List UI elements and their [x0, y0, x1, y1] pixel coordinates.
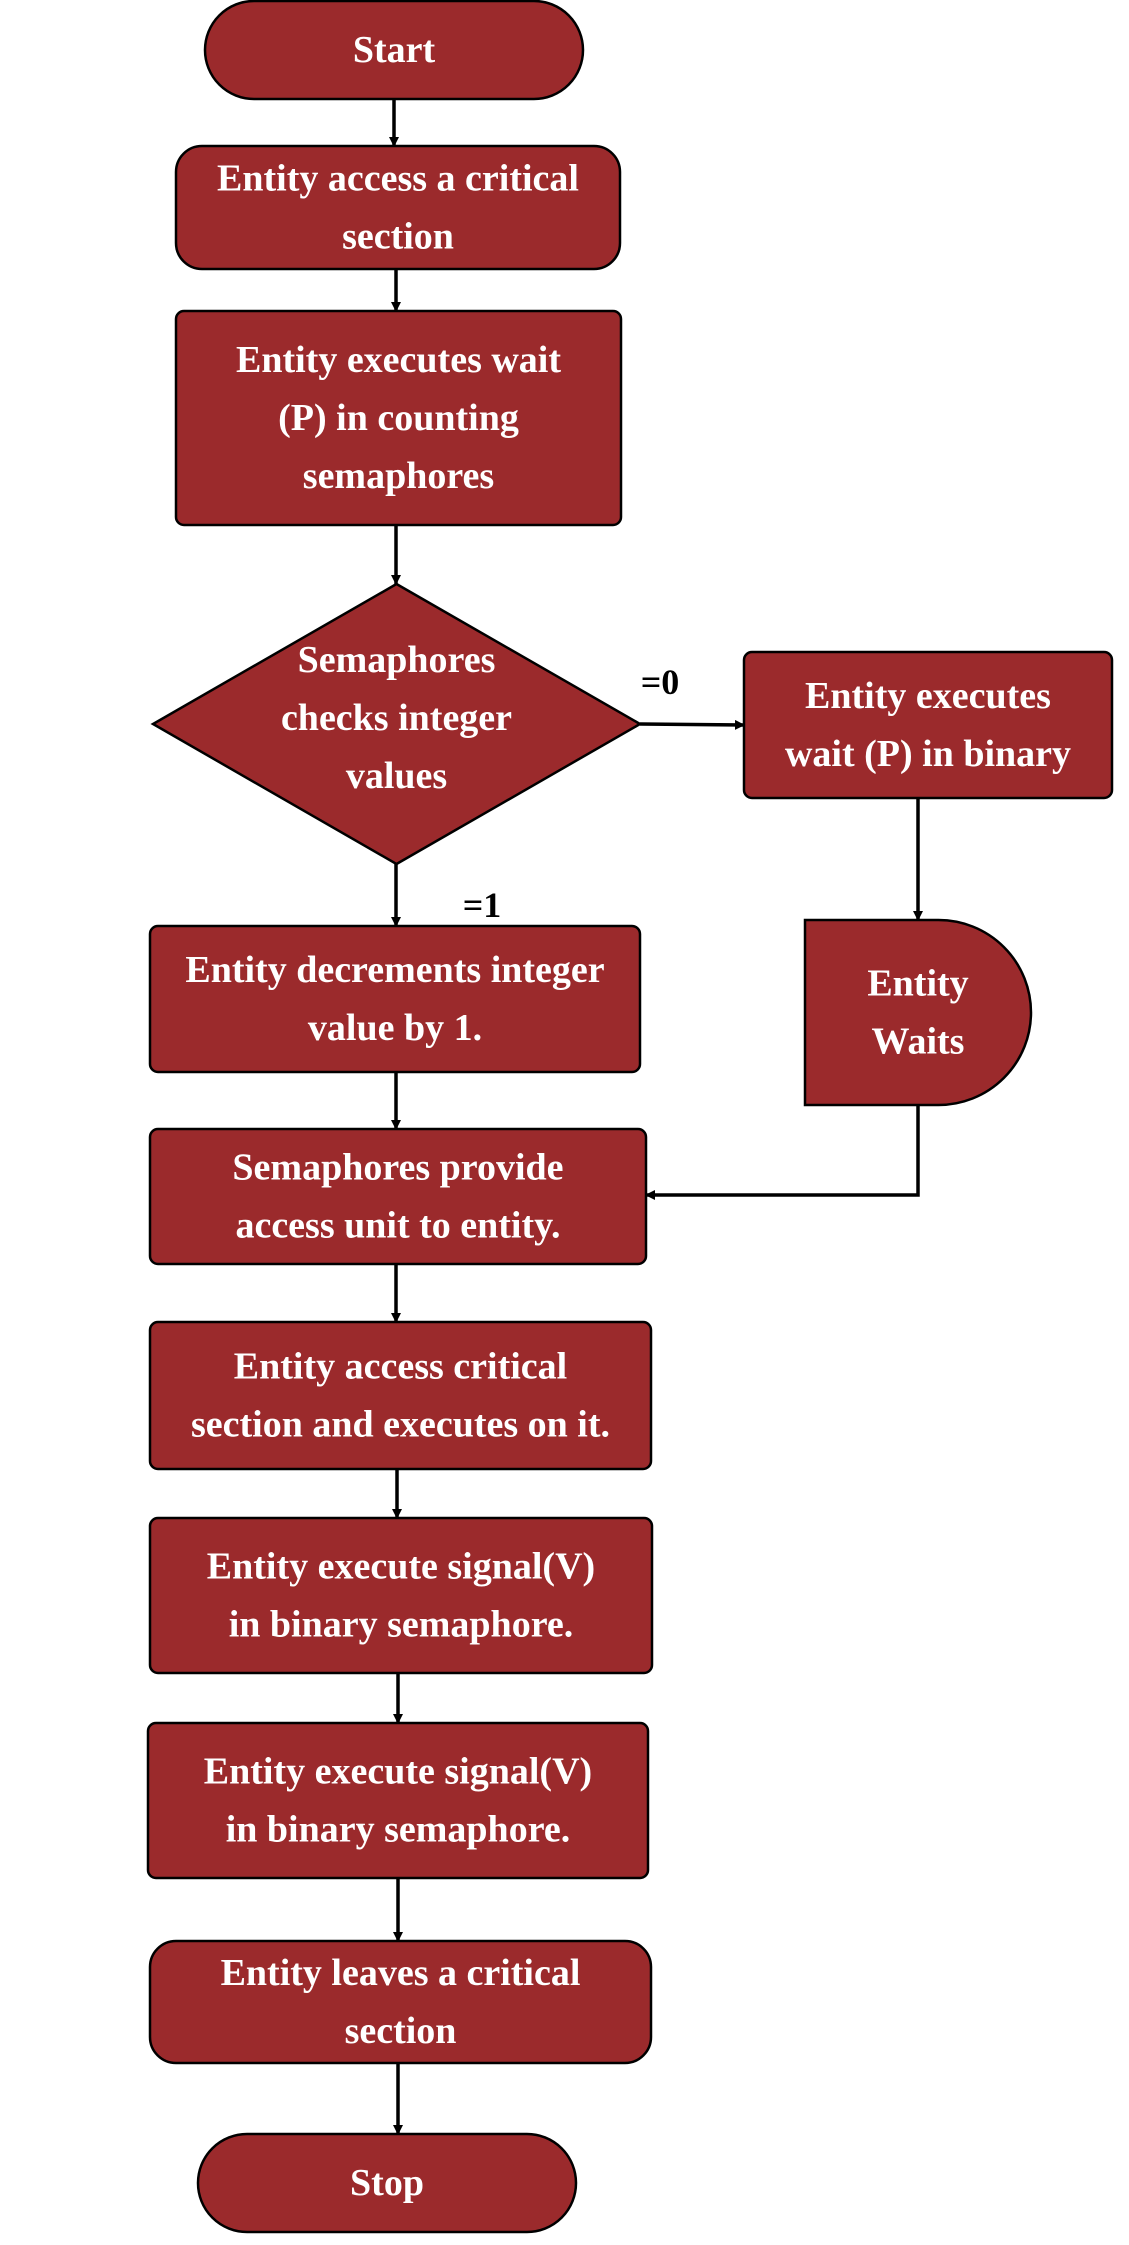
node-entity-waits-shape [803, 918, 1033, 1107]
node-wait-binary-line-1: Entity executes [805, 675, 1051, 717]
node-wait-binary: Entity executes wait (P) in binary [742, 650, 1114, 800]
node-check-value-shape [150, 582, 643, 866]
node-execute-critical-line-2: section and executes on it. [191, 1404, 610, 1446]
edge-entity-waits-to-provide-access [645, 1105, 920, 1200]
arrow-check-value-to-wait-binary [639, 719, 745, 730]
node-provide-access: Semaphores provide access unit to entity. [148, 1127, 648, 1266]
node-signal-2-line-2: in binary semaphore. [226, 1809, 571, 1851]
node-stop-shape [196, 2132, 578, 2234]
node-signal-1: Entity execute signal(V) in binary semaph… [148, 1516, 654, 1675]
node-leave-shape [148, 1939, 653, 2065]
node-check-value: Semaphores checks integer values [150, 582, 643, 866]
node-decrement-shape [148, 924, 642, 1074]
node-access-request-line-2: section [342, 216, 454, 258]
node-signal-1-line-1: Entity execute signal(V) [207, 1546, 595, 1588]
node-provide-access-line-1: Semaphores provide [232, 1147, 563, 1189]
node-access-request: Entity access a critical section [174, 144, 622, 271]
node-signal-1-line-2: in binary semaphore. [229, 1604, 574, 1646]
node-check-value-line-2: checks integer [281, 697, 512, 739]
node-signal-2-line-1: Entity execute signal(V) [204, 1751, 592, 1793]
node-decrement-line-2: value by 1. [308, 1007, 482, 1049]
node-stop-line-1: Stop [350, 2162, 424, 2204]
node-leave-line-1: Entity leaves a critical [221, 1952, 581, 1994]
edge-check-value-to-decrement: =1 [391, 864, 502, 927]
node-entity-waits-line-2: Waits [872, 1021, 965, 1063]
node-signal-1-shape [148, 1516, 654, 1675]
node-provide-access-shape [148, 1127, 648, 1266]
arrow-entity-waits-to-provide-access [645, 1105, 920, 1200]
node-signal-2: Entity execute signal(V) in binary semaph… [146, 1721, 650, 1880]
node-execute-critical-line-1: Entity access critical [234, 1346, 567, 1388]
edges-layer: =0 =1 [389, 99, 923, 2135]
node-wait-binary-line-2: wait (P) in binary [785, 733, 1071, 775]
node-stop: Stop [196, 2132, 578, 2234]
edge-check-value-to-wait-binary: =0 [639, 662, 745, 730]
node-signal-2-shape [146, 1721, 650, 1880]
edge-label-check-value-to-decrement: =1 [463, 885, 502, 925]
node-check-value-line-3: values [346, 755, 447, 797]
node-wait-counting-line-1: Entity executes wait [236, 339, 561, 381]
node-leave: Entity leaves a critical section [148, 1939, 653, 2065]
node-decrement-line-1: Entity decrements integer [185, 949, 604, 991]
node-entity-waits-line-1: Entity [867, 963, 968, 1005]
node-execute-critical-shape [148, 1320, 653, 1471]
node-wait-counting-line-2: (P) in counting [278, 397, 519, 439]
node-access-request-line-1: Entity access a critical [217, 158, 579, 200]
edge-label-check-value-to-wait-binary: =0 [641, 662, 680, 702]
node-access-request-shape [174, 144, 622, 271]
node-leave-line-2: section [345, 2010, 457, 2052]
node-start: Start [203, 0, 585, 101]
node-start-line-1: Start [353, 29, 436, 71]
node-wait-counting-shape [174, 309, 623, 527]
node-start-shape [203, 0, 585, 101]
node-check-value-line-1: Semaphores [298, 639, 496, 681]
node-execute-critical: Entity access critical section and execut… [148, 1320, 653, 1471]
node-wait-counting-line-3: semaphores [303, 455, 494, 497]
node-wait-counting: Entity executes wait (P) in counting semap… [174, 309, 623, 527]
node-provide-access-line-2: access unit to entity. [235, 1205, 560, 1247]
node-wait-binary-shape [742, 650, 1114, 800]
node-decrement: Entity decrements integer value by 1. [148, 924, 642, 1074]
